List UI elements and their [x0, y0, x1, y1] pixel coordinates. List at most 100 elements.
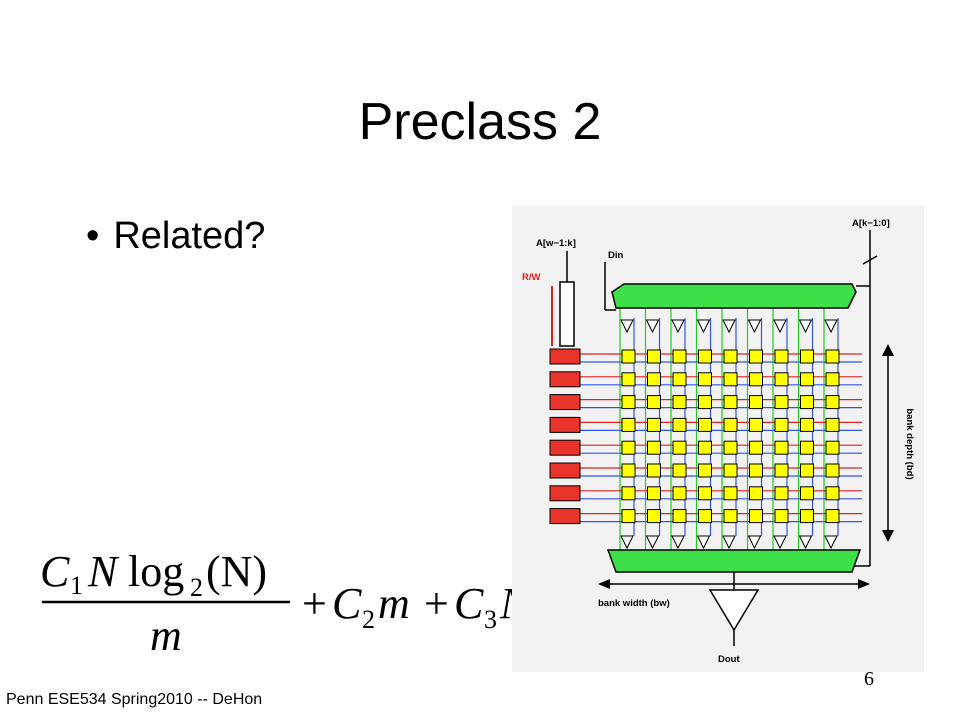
memory-cell — [825, 463, 840, 478]
bank-width-arrow-head-left — [598, 579, 610, 589]
label-rw: R/W — [522, 272, 541, 283]
sense-amp-icon — [798, 535, 813, 550]
memory-cell — [749, 372, 763, 387]
memory-cell — [672, 463, 687, 478]
label-din: Din — [608, 250, 624, 261]
write-driver-icon — [722, 319, 736, 334]
memory-cell — [774, 349, 789, 364]
memory-cell — [723, 395, 738, 410]
input-mux — [611, 283, 857, 309]
addr-low-tick — [862, 255, 878, 265]
sense-amp-icon — [722, 535, 736, 550]
memory-cell — [672, 372, 687, 387]
memory-cell — [621, 395, 636, 410]
memory-cell — [723, 440, 738, 455]
memory-cell — [800, 486, 814, 501]
memory-cell — [749, 486, 763, 501]
write-driver-icon — [747, 319, 762, 334]
memory-cell — [723, 509, 738, 524]
formula-n: N — [87, 547, 120, 596]
memory-cell — [723, 463, 738, 478]
formula-log: log — [128, 547, 184, 596]
memory-cell — [672, 395, 687, 410]
memory-cell — [800, 349, 814, 364]
memory-cell — [800, 417, 814, 432]
memory-cell — [647, 509, 661, 524]
memory-cell — [774, 440, 789, 455]
write-driver-icon — [645, 319, 660, 334]
write-driver-icon — [671, 319, 685, 334]
memory-cell — [621, 486, 636, 501]
label-bank-depth: bank depth (bd) — [904, 408, 915, 479]
memory-cell — [621, 372, 636, 387]
formula-m: m — [378, 579, 410, 628]
memory-array — [549, 308, 862, 550]
memory-cell — [774, 509, 789, 524]
memory-cell — [698, 372, 712, 387]
memory-cell — [621, 417, 636, 432]
dout-buffer — [708, 589, 760, 632]
formula-c3: C — [454, 579, 484, 628]
memory-cell — [800, 395, 814, 410]
memory-cell — [672, 509, 687, 524]
memory-cell — [774, 372, 789, 387]
memory-cell — [774, 463, 789, 478]
row-decoder — [549, 416, 581, 433]
memory-cell — [749, 417, 763, 432]
write-driver-icon — [773, 319, 787, 334]
row-decoder — [549, 371, 581, 388]
write-driver-icon — [798, 319, 813, 334]
sense-amp-icon — [747, 535, 762, 550]
memory-cell — [825, 509, 840, 524]
memory-cell — [800, 440, 814, 455]
memory-cell — [672, 486, 687, 501]
memory-cell — [825, 395, 840, 410]
formula-denominator: m — [150, 611, 182, 660]
memory-cell — [825, 417, 840, 432]
row-decoder — [549, 508, 581, 525]
memory-cell — [825, 486, 840, 501]
memory-cell — [825, 440, 840, 455]
memory-cell — [621, 463, 636, 478]
formula-c2-sub: 2 — [362, 605, 375, 634]
row-decoder — [549, 462, 581, 479]
bank-depth-arrow-head-top — [882, 344, 894, 356]
write-driver-icon — [824, 319, 838, 334]
memory-cell — [825, 349, 840, 364]
formula-log-arg: (N) — [206, 547, 267, 596]
formula-c1-sub: 1 — [70, 571, 83, 600]
memory-cell — [647, 417, 661, 432]
memory-cell — [698, 349, 712, 364]
sense-amp-icon — [645, 535, 660, 550]
memory-cell — [749, 509, 763, 524]
memory-cell — [800, 372, 814, 387]
memory-cell — [621, 349, 636, 364]
memory-cell — [698, 509, 712, 524]
label-addr-high: A[w−1:k] — [536, 238, 576, 249]
memory-cell — [621, 440, 636, 455]
bullet-text: Related? — [113, 215, 266, 257]
formula-c3-sub: 3 — [484, 605, 497, 634]
page-number: 6 — [864, 668, 874, 690]
footer-text: Penn ESE534 Spring2010 -- DeHon — [6, 691, 263, 708]
memory-cell — [647, 395, 661, 410]
memory-cell — [672, 349, 687, 364]
row-decoder — [549, 394, 581, 411]
memory-cell — [749, 463, 763, 478]
memory-cell — [647, 463, 661, 478]
memory-cell — [723, 372, 738, 387]
formula-log-sub: 2 — [190, 573, 203, 602]
slide-title: Preclass 2 — [358, 93, 602, 151]
row-decoder — [549, 348, 581, 365]
memory-cell — [800, 463, 814, 478]
sense-amp-icon — [696, 535, 711, 550]
memory-cell — [698, 417, 712, 432]
sense-amp-icon — [824, 535, 838, 550]
memory-cell — [825, 372, 840, 387]
bullet-dot-icon: • — [86, 215, 100, 257]
memory-cell — [647, 440, 661, 455]
formula-c1: C — [40, 547, 70, 596]
memory-cell — [749, 349, 763, 364]
formula-c2: C — [332, 579, 362, 628]
write-driver-icon — [696, 319, 711, 334]
